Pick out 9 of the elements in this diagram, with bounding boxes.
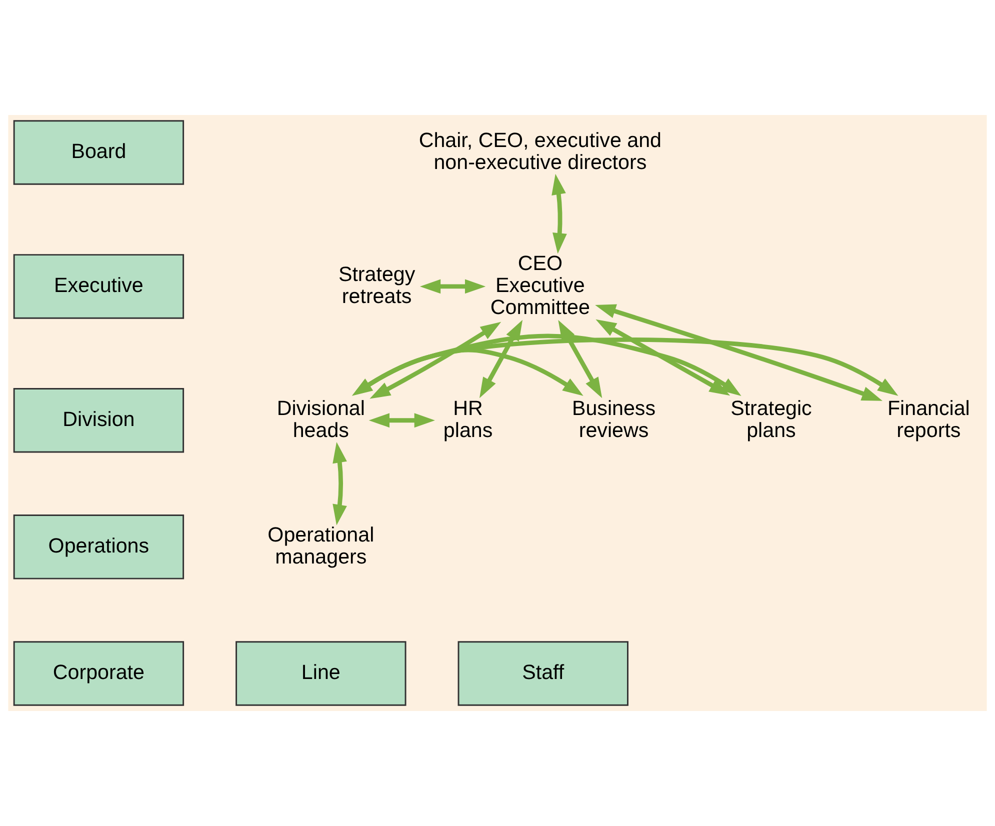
node-text: Chair, CEO, executive and non-executive directors bbox=[418, 128, 662, 174]
node-text: Financial reports bbox=[887, 396, 970, 442]
node-text: Business reviews bbox=[572, 396, 656, 442]
node-text: Operational managers bbox=[268, 523, 374, 568]
node-text: Strategic plans bbox=[730, 396, 812, 442]
node-text: CEO Executive Committee bbox=[490, 252, 590, 319]
node-text: HR plans bbox=[443, 396, 493, 442]
node-text: Divisional heads bbox=[276, 396, 365, 442]
node-text: Strategy retreats bbox=[338, 262, 416, 308]
